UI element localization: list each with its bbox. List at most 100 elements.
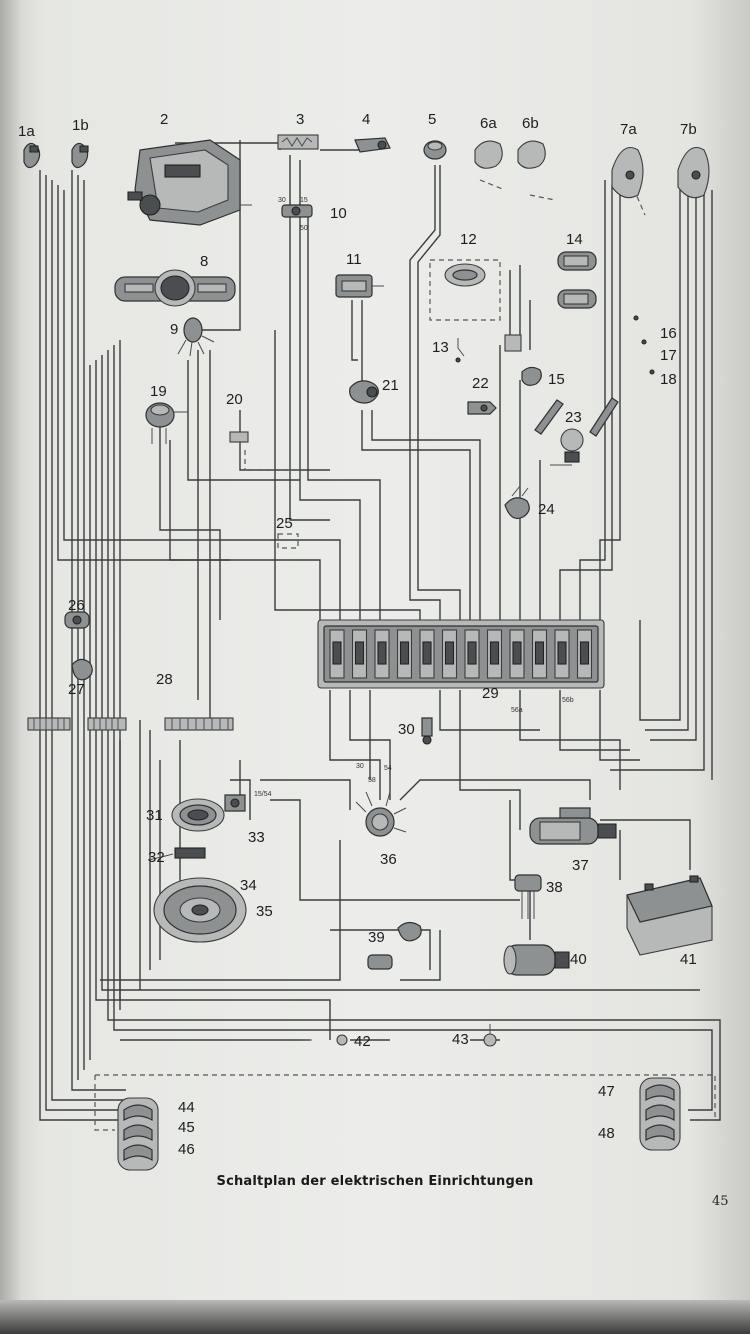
label-15: 15	[548, 371, 565, 388]
label-41: 41	[680, 951, 697, 968]
component-36-ignition-switch	[355, 791, 407, 837]
label-47: 47	[598, 1083, 615, 1100]
label-32: 32	[148, 849, 165, 866]
component-42	[302, 1034, 348, 1046]
fuse	[354, 641, 365, 665]
label-6b: 6b	[522, 115, 539, 132]
label-2: 2	[160, 111, 168, 128]
label-30: 30	[398, 721, 415, 738]
component-41-battery	[626, 875, 713, 956]
fuse	[422, 641, 432, 665]
terminal-labels: 56a 56b 30 58 54 15/54	[254, 697, 574, 798]
label-35: 35	[256, 903, 273, 920]
component-12	[444, 263, 486, 287]
component-5	[423, 140, 447, 160]
component-32	[147, 847, 206, 861]
label-43: 43	[452, 1031, 469, 1048]
page-bottom-edge	[0, 1300, 750, 1334]
component-labels: 1a 1b 2 3 4 5 6a 6b 7a 7b 8 9 10 11 12 1…	[18, 111, 697, 1158]
label-42: 42	[354, 1033, 371, 1050]
component-31	[171, 798, 225, 832]
label-22: 22	[472, 375, 489, 392]
fuse	[377, 641, 387, 665]
component-26	[64, 611, 90, 629]
component-34-35-steering-wheel	[153, 877, 247, 943]
label-26: 26	[68, 597, 85, 614]
label-46: 46	[178, 1141, 195, 1158]
label-7b: 7b	[680, 121, 697, 138]
component-21	[349, 380, 379, 404]
label-1a: 1a	[18, 123, 35, 140]
label-3: 3	[296, 111, 304, 128]
svg-text:30: 30	[278, 197, 286, 204]
label-24: 24	[538, 501, 555, 518]
label-25: 25	[276, 515, 293, 532]
fuse	[399, 641, 410, 665]
label-34: 34	[240, 877, 257, 894]
terminal-56b: 56b	[562, 697, 574, 704]
label-9: 9	[170, 321, 178, 338]
component-8-instrument-cluster	[114, 269, 236, 307]
label-16: 16	[660, 325, 677, 342]
component-47-48-rear-light-right	[639, 1077, 681, 1151]
label-28: 28	[156, 671, 173, 688]
terminal-58: 58	[368, 777, 376, 784]
component-15	[504, 334, 542, 386]
label-38: 38	[546, 879, 563, 896]
component-2-engine	[127, 139, 252, 226]
component-37-starter	[529, 807, 617, 845]
component-6a	[474, 140, 503, 169]
component-9-connector	[177, 317, 215, 357]
label-21: 21	[382, 377, 399, 394]
page-gutter-shadow	[0, 0, 22, 1334]
label-27: 27	[68, 681, 85, 698]
label-36: 36	[380, 851, 397, 868]
wire-harness	[39, 140, 721, 1131]
component-24	[504, 485, 530, 520]
component-4	[354, 137, 391, 153]
component-43	[483, 1024, 497, 1047]
label-12: 12	[460, 231, 477, 248]
fuse	[489, 641, 500, 665]
component-1a	[23, 142, 41, 169]
component-13-switch	[455, 338, 465, 363]
diagram-caption: Schaltplan der elektrischen Einrichtunge…	[216, 1174, 534, 1189]
label-23: 23	[565, 409, 582, 426]
page-number: 45	[712, 1194, 729, 1209]
component-29-fuse-box	[317, 619, 605, 689]
fuse	[512, 641, 522, 665]
label-39: 39	[368, 929, 385, 946]
component-39	[367, 921, 422, 970]
component-20	[229, 431, 249, 443]
component-30	[421, 717, 433, 745]
label-31: 31	[146, 807, 163, 824]
label-11: 11	[346, 251, 362, 268]
label-33: 33	[248, 829, 265, 846]
component-7a-headlight	[611, 146, 644, 199]
label-5: 5	[428, 111, 436, 128]
label-13: 13	[432, 339, 449, 356]
component-44-46-rear-light-left	[117, 1097, 159, 1171]
svg-text:15: 15	[300, 197, 308, 204]
component-33	[224, 794, 246, 812]
label-19: 19	[150, 383, 167, 400]
component-3-resistor	[277, 134, 319, 150]
component-25	[277, 533, 299, 549]
label-6a: 6a	[480, 115, 497, 132]
label-40: 40	[570, 951, 587, 968]
label-37: 37	[572, 857, 589, 874]
label-7a: 7a	[620, 121, 637, 138]
component-10: 15 50 30	[278, 197, 313, 232]
component-40-generator	[503, 944, 570, 976]
component-22	[467, 401, 497, 415]
fuse	[332, 641, 342, 665]
component-19-flasher	[145, 402, 188, 444]
label-48: 48	[598, 1125, 615, 1142]
terminal-30: 30	[356, 763, 364, 770]
label-20: 20	[226, 391, 243, 408]
label-4: 4	[362, 111, 370, 128]
label-1b: 1b	[72, 117, 89, 134]
label-14: 14	[566, 231, 583, 248]
component-38-regulator	[514, 874, 542, 919]
